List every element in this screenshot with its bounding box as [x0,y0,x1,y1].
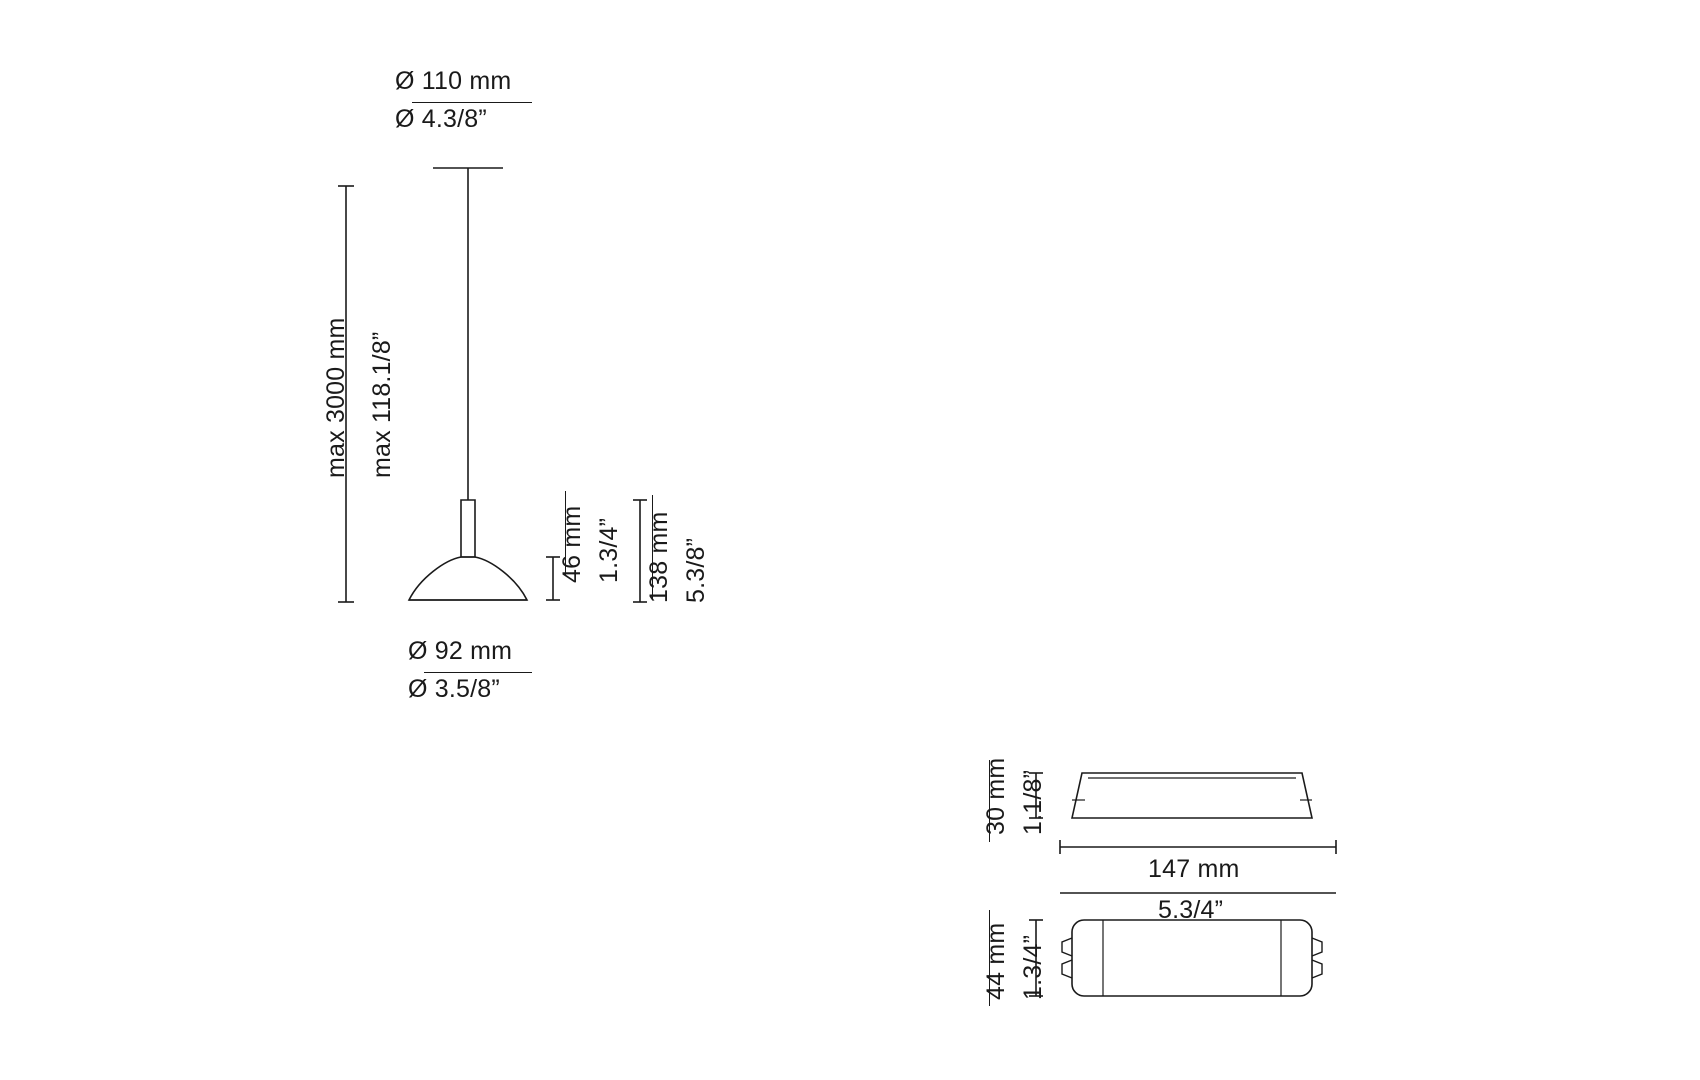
driver-height-mm: 30 mm [982,757,1010,835]
driver-width-mm: 44 mm [982,922,1010,1000]
driver-width-fraction-rule [989,910,991,1006]
shade-diameter-inch: Ø 3.5/8” [408,675,500,703]
canopy-diameter-inch: Ø 4.3/8” [395,105,487,133]
driver-length-inch: 5.3/4” [1158,896,1224,924]
canopy-diameter-fraction-rule [412,102,532,104]
shade-height-fraction-rule [565,491,567,576]
driver-width-inch: 1.3/4” [1019,934,1047,1000]
driver-height-inch: 1.1/8” [1019,769,1047,835]
canopy-diameter-mm: Ø 110 mm [395,67,512,95]
driver-length-mm: 147 mm [1148,855,1240,883]
shade-diameter-mm: Ø 92 mm [408,637,513,665]
shade-diameter-fraction-rule [424,672,532,674]
total-fixture-height-fraction-rule [652,495,654,600]
driver-height-fraction-rule [989,760,991,842]
